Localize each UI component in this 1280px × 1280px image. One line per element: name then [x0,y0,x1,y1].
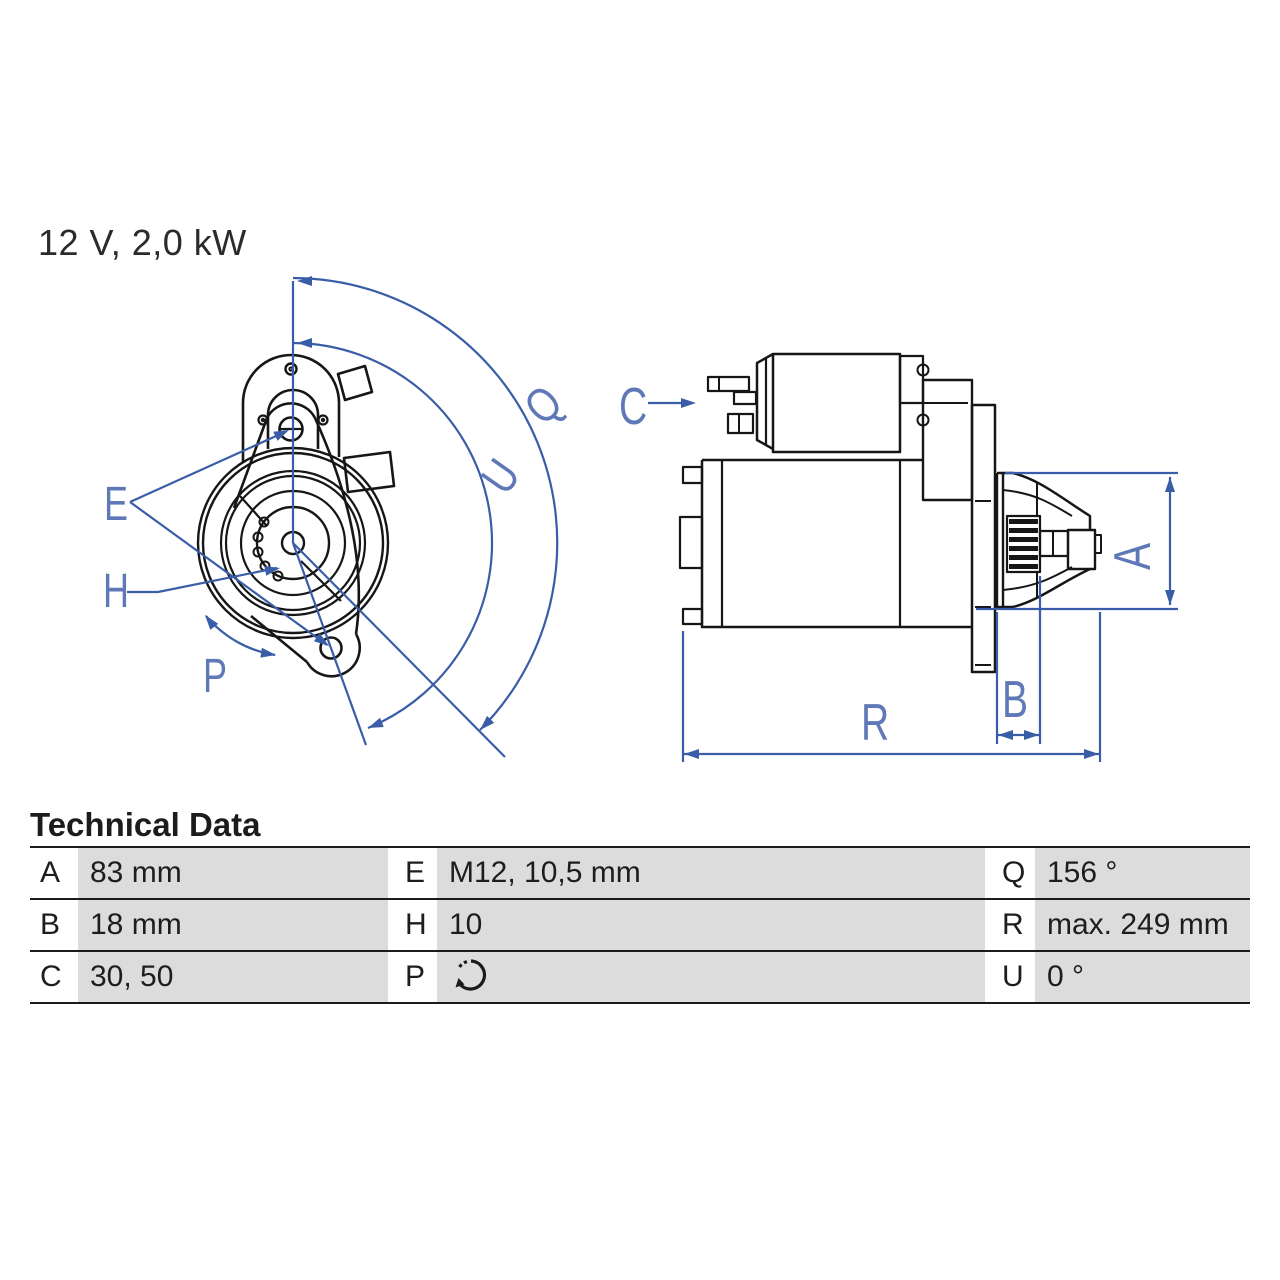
angle-arc-u [292,341,494,730]
front-lower-tab [342,450,396,494]
solenoid-terminal-top [706,375,751,393]
param-value-r: max. 249 mm [1035,900,1250,950]
dim-label-h: H [103,564,129,617]
param-key-e: E [388,848,437,898]
side-view [678,352,1102,674]
param-key-q: Q [985,848,1035,898]
solenoid-terminal-mid [732,390,758,406]
dim-label-b: B [1002,669,1028,728]
rotation-ccw-icon [455,959,487,991]
dim-label-c: C [619,376,647,435]
table-row: A 83 mm E M12, 10,5 mm Q 156 ° [30,846,1250,898]
side-mounting-flange [970,403,997,674]
param-value-c: 30, 50 [78,952,388,1002]
dim-label-q: Q [515,376,573,435]
param-value-a: 83 mm [78,848,388,898]
param-key-b: B [30,900,78,950]
front-top-boss [241,353,341,462]
side-motor-body [700,458,972,629]
param-key-r: R [985,900,1035,950]
param-value-q: 156 ° [1035,848,1250,898]
side-pinion [1005,514,1042,574]
side-view-dimensions [648,401,1178,762]
dim-label-r: R [861,692,889,751]
front-bottom-bolt-hole [319,636,343,660]
dim-label-e: E [104,477,128,530]
param-key-c: C [30,952,78,1002]
dim-label-a: A [1103,543,1161,570]
front-view [196,353,396,678]
leader-e-top [129,430,286,504]
table-row: B 18 mm H 10 R max. 249 mm [30,898,1250,950]
table-row: C 30, 50 P U 0 ° [30,950,1250,1004]
param-value-u: 0 ° [1035,952,1250,1002]
front-upper-tab [336,364,374,402]
param-key-h: H [388,900,437,950]
page-title: 12 V, 2,0 kW [38,222,247,263]
param-value-b: 18 mm [78,900,388,950]
param-value-e: M12, 10,5 mm [437,848,985,898]
dim-label-p: P [203,649,227,702]
param-key-a: A [30,848,78,898]
param-key-u: U [985,952,1035,1002]
param-key-p: P [388,952,437,1002]
param-value-p-cell [437,952,985,1002]
leader-e-bottom [129,501,328,646]
angle-arc-q [292,276,559,731]
dim-label-u: U [472,450,531,503]
technical-drawing: E H P Q U C A B R [103,276,1178,762]
section-heading: Technical Data [30,806,261,843]
solenoid-terminal-bottom [726,412,755,435]
technical-data-table: A 83 mm E M12, 10,5 mm Q 156 ° B 18 mm H… [30,846,1250,1004]
side-solenoid [771,352,902,454]
param-value-h: 10 [437,900,985,950]
front-view-dimensions [127,276,559,758]
leader-h [127,566,278,594]
